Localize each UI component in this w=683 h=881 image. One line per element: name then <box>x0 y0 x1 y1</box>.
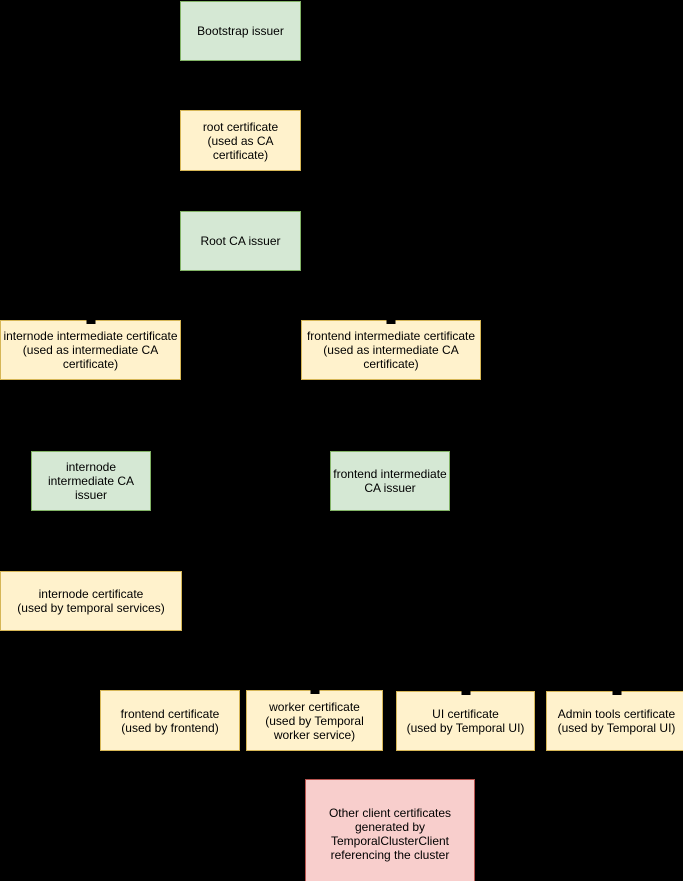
node-label-line: frontend certificate <box>120 706 220 721</box>
node-label-line: certificate) <box>363 357 419 371</box>
node-frontend-certificate: frontend certificate(used by frontend) <box>100 690 240 751</box>
node-label-line: root certificate <box>202 119 279 134</box>
node-label-line: Bootstrap issuer <box>197 24 284 38</box>
node-label-line: (used as CA <box>207 133 274 148</box>
node-label-line: worker certificate <box>269 699 360 714</box>
arrowhead-remnant-icon <box>310 689 319 694</box>
node-label-line: (used by Temporal UI) <box>406 721 525 735</box>
arrowhead-remnant-icon <box>386 319 396 324</box>
node-label-line: (used by Temporal <box>265 713 364 728</box>
node-bootstrap-issuer: Bootstrap issuer <box>180 1 301 61</box>
node-label-line: frontend intermediate certificate <box>306 329 476 343</box>
arrowhead-remnant-icon <box>461 690 470 695</box>
node-label-line: certificate) <box>62 357 119 371</box>
node-label-line: (used by Temporal UI) <box>557 721 676 735</box>
node-label-line: frontend intermediate <box>333 467 447 481</box>
node-label-line: Other client certificates <box>328 806 452 820</box>
node-label-line: TemporalClusterClient <box>330 834 450 848</box>
node-label-line: Admin tools certificate <box>557 707 676 721</box>
node-label-line: certificate) <box>212 147 269 162</box>
node-admin-tools-certificate: Admin tools certificate(used by Temporal… <box>546 690 683 751</box>
node-label-line: issuer <box>74 488 107 502</box>
node-label-line: internode intermediate certificate <box>3 329 178 343</box>
node-label-line: (used as intermediate CA <box>22 343 159 357</box>
node-label-line: internode <box>65 460 117 474</box>
node-label-line: internode certificate <box>38 587 144 601</box>
node-label-line: worker service) <box>273 727 356 742</box>
node-label-line: (used by temporal services) <box>17 601 165 615</box>
node-label-line: (used by frontend) <box>121 720 219 735</box>
node-internode-certificate: internode certificate(used by temporal s… <box>0 571 182 631</box>
node-root-ca-issuer: Root CA issuer <box>180 211 301 271</box>
arrowhead-remnant-icon <box>86 319 95 324</box>
node-ui-certificate: UI certificate(used by Temporal UI) <box>396 690 535 751</box>
node-internode-intermediate-certificate: internode intermediate certificate(used … <box>0 319 181 380</box>
node-label-line: UI certificate <box>432 707 499 721</box>
arrowhead-remnant-icon <box>612 690 621 695</box>
node-label-line: CA issuer <box>364 481 416 495</box>
node-label-line: Root CA issuer <box>200 234 281 248</box>
node-label-line: (used as intermediate CA <box>323 343 459 357</box>
node-frontend-intermediate-certificate: frontend intermediate certificate(used a… <box>301 319 481 380</box>
node-label-line: intermediate CA <box>47 474 135 488</box>
node-label-line: generated by <box>354 820 426 834</box>
node-label-line: referencing the cluster <box>330 848 450 862</box>
